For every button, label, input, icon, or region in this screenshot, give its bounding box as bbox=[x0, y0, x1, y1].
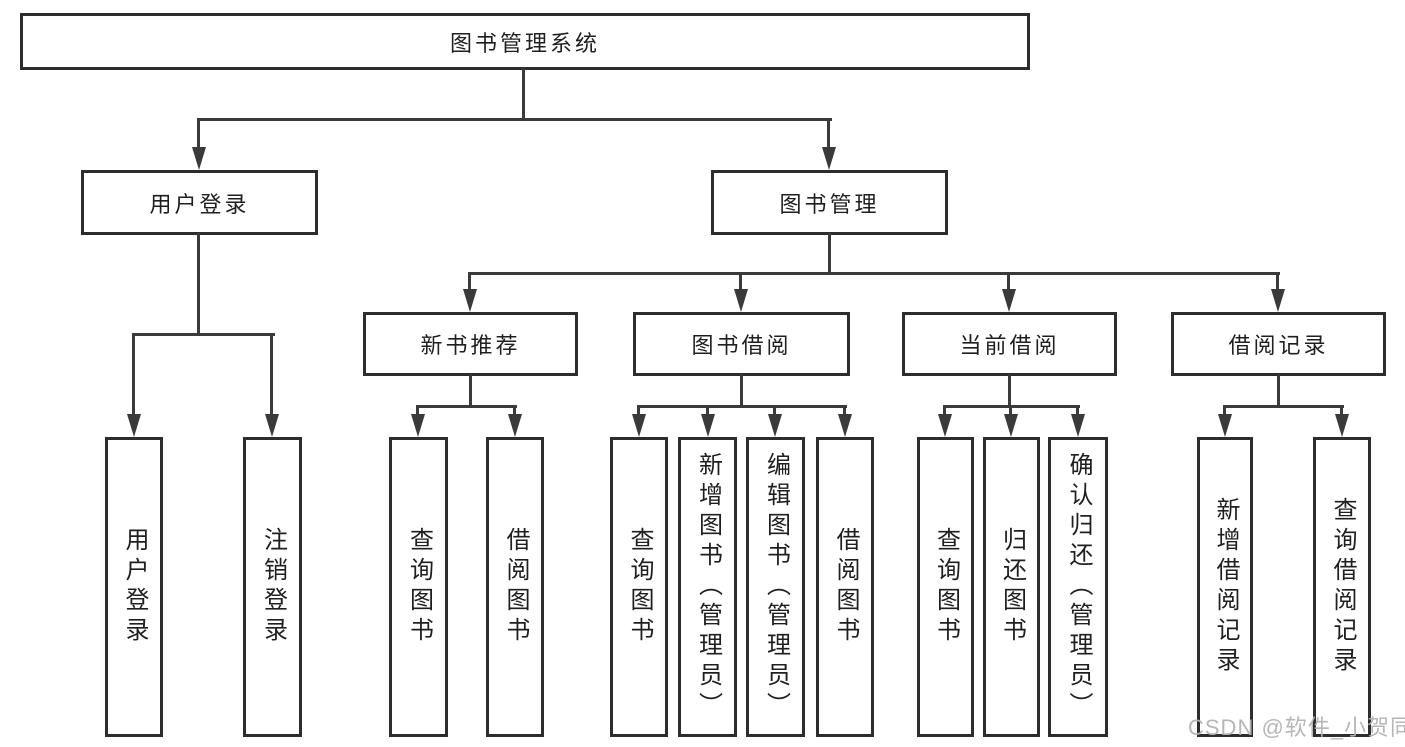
leaf-query-borrow-record: 查询借阅记录 bbox=[1313, 437, 1371, 737]
node-borrowing-records: 借阅记录 bbox=[1171, 312, 1386, 376]
connector-arrow-icon bbox=[1071, 407, 1085, 437]
connector-arrow-icon bbox=[463, 274, 477, 312]
connector-arrow-icon bbox=[632, 407, 646, 437]
node-book-management: 图书管理 bbox=[711, 170, 948, 235]
connector-bar bbox=[416, 405, 517, 408]
leaf-return-book: 归还图书 bbox=[983, 437, 1040, 737]
connector-arrow-icon bbox=[1004, 407, 1018, 437]
node-user-login: 用户登录 bbox=[81, 170, 318, 235]
leaf-query-books-current: 查询图书 bbox=[917, 437, 974, 737]
leaf-confirm-return-admin: 确认归还（管理员） bbox=[1048, 437, 1108, 737]
connector-arrow-icon bbox=[192, 120, 206, 170]
connector-line bbox=[469, 374, 472, 407]
connector-arrow-icon bbox=[127, 335, 141, 437]
node-new-book-recommend: 新书推荐 bbox=[363, 312, 578, 376]
leaf-add-borrow-record: 新增借阅记录 bbox=[1197, 437, 1253, 737]
connector-line bbox=[740, 374, 743, 407]
leaf-query-books-borrowing: 查询图书 bbox=[610, 437, 668, 737]
leaf-add-book-admin: 新增图书（管理员） bbox=[678, 437, 737, 737]
connector-arrow-icon bbox=[1218, 407, 1232, 437]
connector-bar bbox=[132, 333, 275, 336]
connector-arrow-icon bbox=[822, 120, 836, 170]
connector-bar bbox=[943, 405, 1080, 408]
connector-line bbox=[522, 68, 525, 120]
leaf-user-login: 用户登录 bbox=[105, 437, 163, 737]
connector-line bbox=[197, 233, 200, 335]
watermark: CSDN @软件_小贺同学 bbox=[1188, 715, 1405, 740]
connector-bar bbox=[197, 118, 832, 121]
connector-arrow-icon bbox=[734, 274, 748, 312]
connector-bar bbox=[1223, 405, 1344, 408]
leaf-borrow-books-recommend: 借阅图书 bbox=[486, 437, 544, 737]
connector-arrow-icon bbox=[1271, 274, 1285, 312]
connector-bar bbox=[637, 405, 847, 408]
connector-arrow-icon bbox=[1335, 407, 1349, 437]
connector-arrow-icon bbox=[1002, 274, 1016, 312]
leaf-logout: 注销登录 bbox=[243, 437, 302, 737]
node-book-borrowing: 图书借阅 bbox=[633, 312, 850, 376]
leaf-edit-book-admin: 编辑图书（管理员） bbox=[746, 437, 805, 737]
connector-arrow-icon bbox=[838, 407, 852, 437]
connector-arrow-icon bbox=[508, 407, 522, 437]
node-library-system: 图书管理系统 bbox=[20, 13, 1030, 70]
connector-arrow-icon bbox=[701, 407, 715, 437]
connector-bar bbox=[468, 272, 1280, 275]
connector-arrow-icon bbox=[768, 407, 782, 437]
connector-arrow-icon bbox=[411, 407, 425, 437]
connector-line bbox=[828, 233, 831, 274]
connector-arrow-icon bbox=[265, 335, 279, 437]
connector-line bbox=[1008, 374, 1011, 407]
leaf-borrow-books-borrowing: 借阅图书 bbox=[816, 437, 874, 737]
node-current-borrowing: 当前借阅 bbox=[902, 312, 1117, 376]
connector-arrow-icon bbox=[938, 407, 952, 437]
leaf-query-books-recommend: 查询图书 bbox=[389, 437, 448, 737]
connector-line bbox=[1277, 374, 1280, 407]
